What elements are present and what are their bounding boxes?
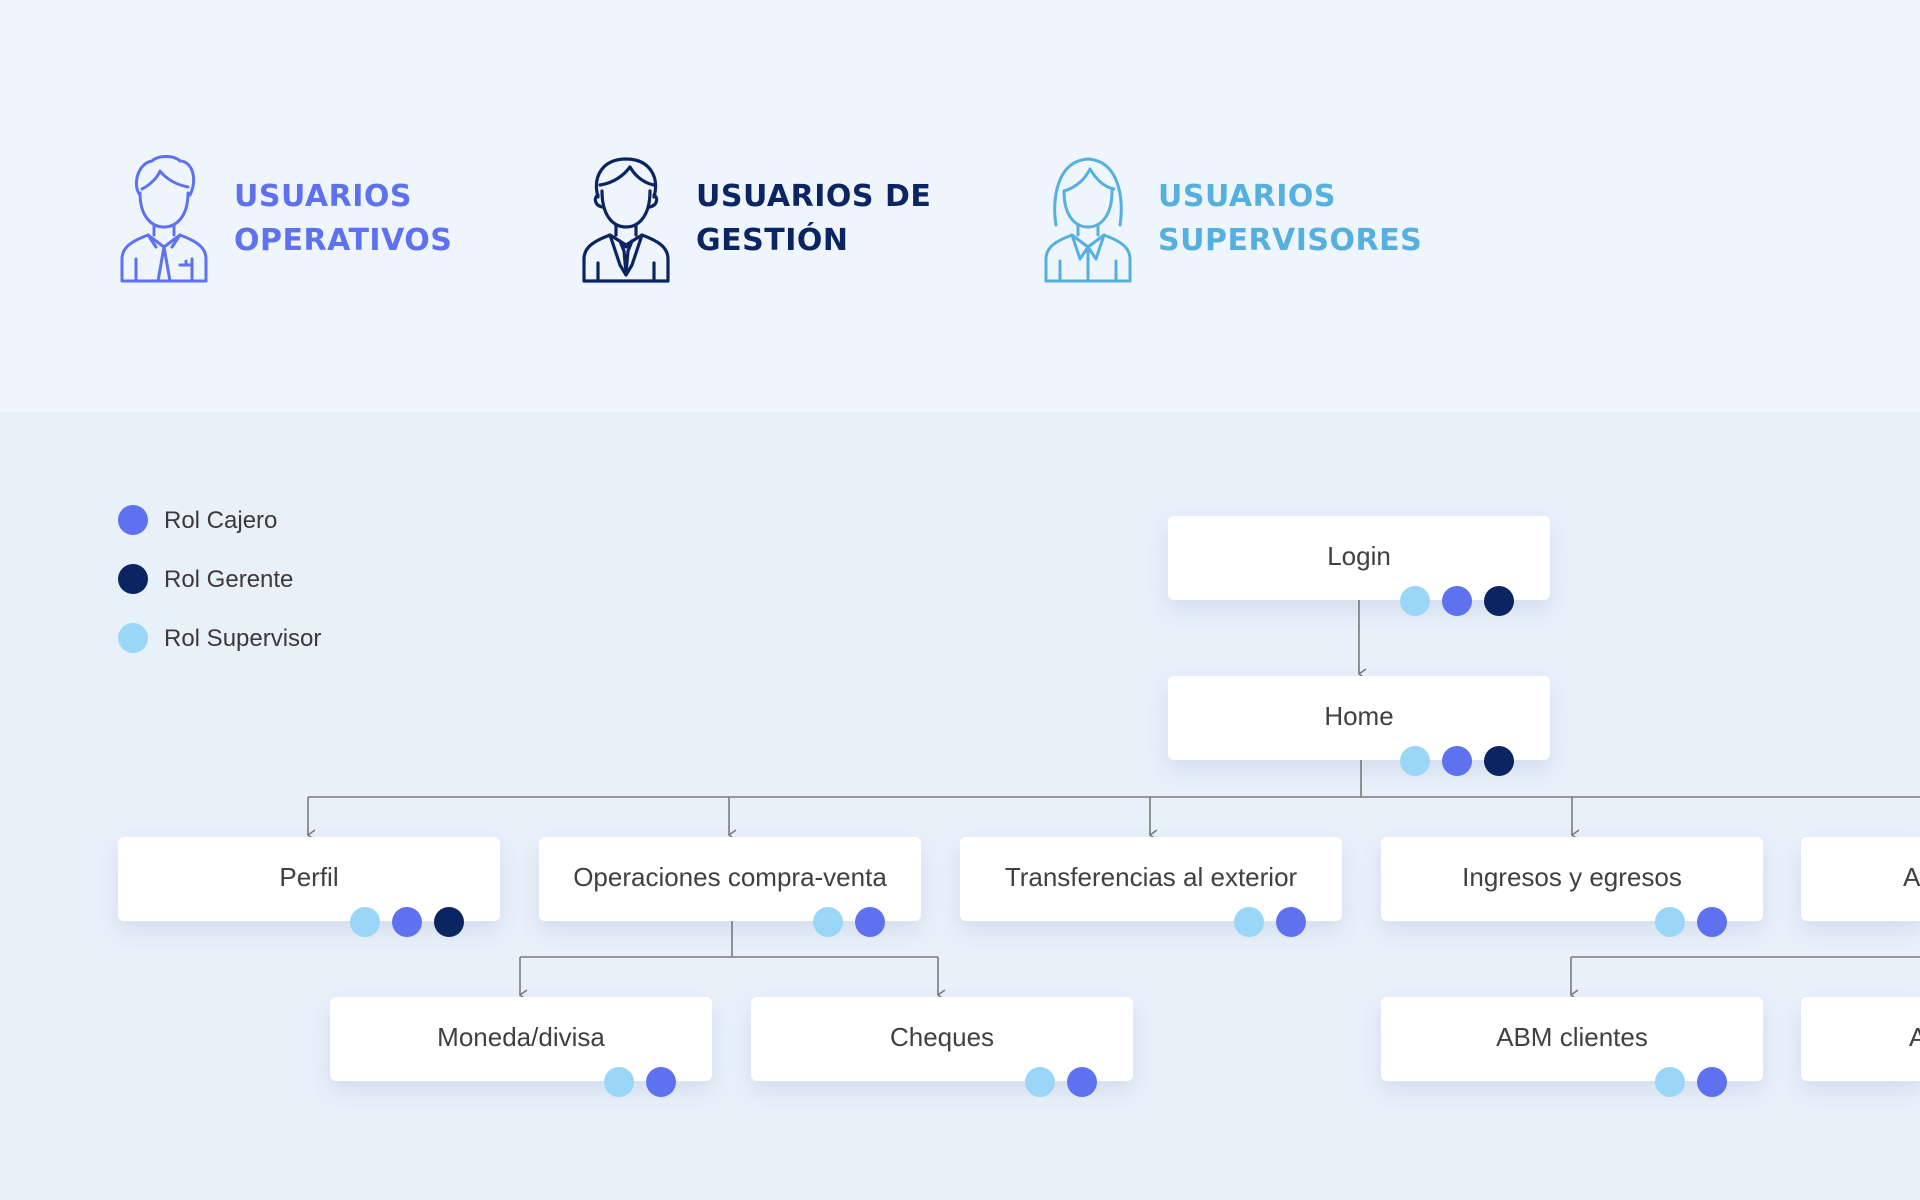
role-dot-cajero xyxy=(392,907,422,937)
node-label: Operaciones compra-venta xyxy=(573,862,887,892)
sitemap-node-ingresos[interactable]: Ingresos y egresos xyxy=(1381,837,1763,937)
user-group-title: USUARIOS SUPERVISORES xyxy=(1158,175,1518,263)
sitemap-node-transferencias[interactable]: Transferencias al exterior xyxy=(960,837,1342,937)
role-dots xyxy=(604,1067,676,1097)
role-dot-gerente xyxy=(434,907,464,937)
sitemap-node-perfil[interactable]: Perfil xyxy=(118,837,500,937)
node-label: A xyxy=(1909,1022,1920,1052)
role-dots xyxy=(813,907,885,937)
sitemap-node-home[interactable]: Home xyxy=(1168,676,1550,776)
role-dot-cajero xyxy=(1276,907,1306,937)
node-label: A xyxy=(1903,862,1920,892)
sitemap-node-moneda[interactable]: Moneda/divisa xyxy=(330,997,712,1097)
role-dot-supervisor xyxy=(350,907,380,937)
role-dot-cajero xyxy=(855,907,885,937)
role-dots xyxy=(1234,907,1306,937)
sitemap-node-abm-clientes[interactable]: ABM clientes xyxy=(1381,997,1763,1097)
role-dot-supervisor xyxy=(1025,1067,1055,1097)
user-group-title-line: GESTIÓN xyxy=(696,223,849,258)
role-dot-gerente xyxy=(1484,746,1514,776)
role-dot-cajero xyxy=(1697,1067,1727,1097)
role-dot-cajero xyxy=(1067,1067,1097,1097)
sitemap-node-cheques[interactable]: Cheques xyxy=(751,997,1133,1097)
legend-label: Rol Supervisor xyxy=(164,625,322,652)
user-group-title-line: USUARIOS DE xyxy=(696,179,932,214)
sitemap-node-login[interactable]: Login xyxy=(1168,516,1550,616)
role-dots xyxy=(1400,586,1514,616)
role-dot-cajero xyxy=(1442,586,1472,616)
legend-label: Rol Gerente xyxy=(164,566,294,593)
sitemap-node-operaciones[interactable]: Operaciones compra-venta xyxy=(539,837,921,937)
role-dot-cajero xyxy=(646,1067,676,1097)
role-dot-supervisor xyxy=(1655,1067,1685,1097)
user-group-title-line: OPERATIVOS xyxy=(234,223,453,258)
node-label: Login xyxy=(1327,541,1391,571)
role-dot-gerente xyxy=(118,564,148,594)
role-dot-supervisor xyxy=(1234,907,1264,937)
sitemap-node-partial-right[interactable]: A xyxy=(1801,997,1920,1081)
node-label: Home xyxy=(1324,701,1394,731)
role-dot-supervisor xyxy=(1400,586,1430,616)
role-dot-cajero xyxy=(1442,746,1472,776)
role-dots xyxy=(1655,907,1727,937)
role-dots xyxy=(1400,746,1514,776)
node-label: Cheques xyxy=(889,1022,995,1052)
role-dot-gerente xyxy=(1484,586,1514,616)
user-group-title-line: USUARIOS xyxy=(234,179,412,214)
role-dot-cajero xyxy=(118,505,148,535)
role-dot-supervisor xyxy=(604,1067,634,1097)
node-label: Moneda/divisa xyxy=(437,1022,605,1052)
node-label: Ingresos y egresos xyxy=(1462,862,1682,892)
role-dots xyxy=(1025,1067,1097,1097)
sitemap-node-partial-right[interactable]: A xyxy=(1801,837,1920,921)
node-label: Perfil xyxy=(279,862,339,892)
legend-label: Rol Cajero xyxy=(164,507,278,534)
node-label: Transferencias al exterior xyxy=(1004,862,1298,892)
role-dot-cajero xyxy=(1697,907,1727,937)
user-group-title: USUARIOS DE GESTIÓN xyxy=(696,175,1056,263)
sitemap-area xyxy=(0,412,1920,1200)
user-types-header xyxy=(0,0,1920,412)
role-dots xyxy=(350,907,464,937)
male-worker-icon xyxy=(120,155,208,283)
node-label: ABM clientes xyxy=(1496,1022,1648,1052)
role-dot-supervisor xyxy=(118,623,148,653)
role-dot-supervisor xyxy=(1655,907,1685,937)
role-dot-supervisor xyxy=(813,907,843,937)
role-dots xyxy=(1655,1067,1727,1097)
user-group-title-line: SUPERVISORES xyxy=(1158,223,1423,258)
role-dot-supervisor xyxy=(1400,746,1430,776)
manager-suit-icon xyxy=(582,157,670,283)
user-group-title: USUARIOS OPERATIVOS xyxy=(234,175,594,263)
female-supervisor-icon xyxy=(1044,157,1132,283)
user-group-title-line: USUARIOS xyxy=(1158,179,1336,214)
